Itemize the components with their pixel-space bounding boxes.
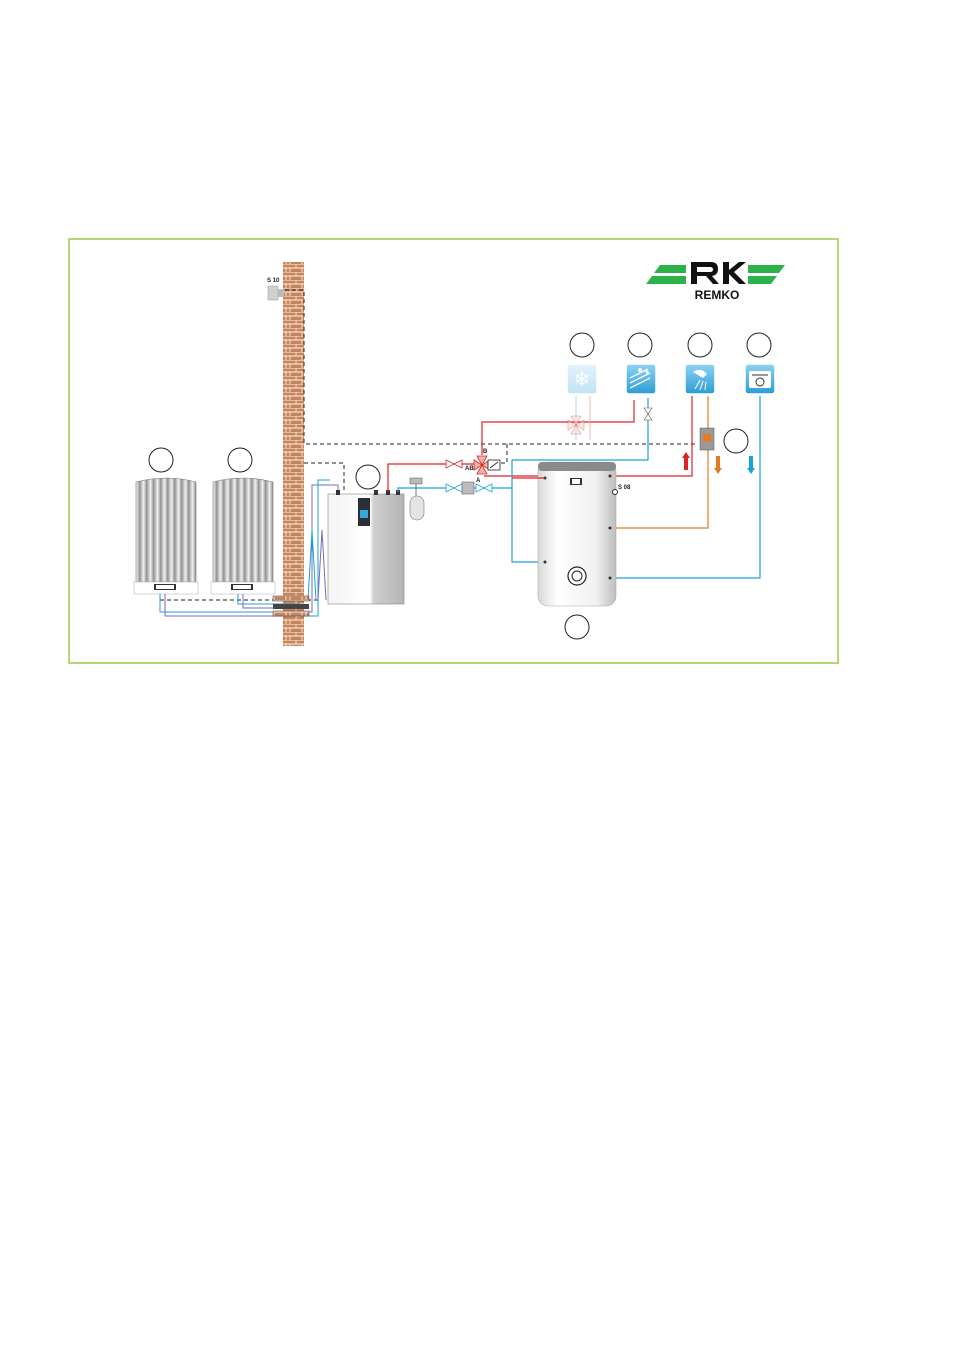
callout-circle bbox=[687, 332, 713, 358]
brick-wall bbox=[283, 262, 304, 646]
dhw-circulation-line bbox=[610, 396, 709, 529]
ball-valve-flow bbox=[445, 459, 463, 469]
callout-circle bbox=[148, 447, 174, 473]
valve-port-ab: AB bbox=[465, 466, 474, 472]
flow-arrows bbox=[682, 452, 755, 474]
outdoor-unit-2 bbox=[210, 477, 276, 595]
callout-circle bbox=[564, 614, 590, 640]
sensor-s10-label: S 10 bbox=[267, 278, 280, 284]
callout-circles bbox=[148, 332, 772, 640]
dhw-storage-tank: S 08 bbox=[537, 461, 631, 607]
callout-circle bbox=[569, 332, 595, 358]
remko-logo: REMKO bbox=[646, 258, 785, 302]
svg-text:❄: ❄ bbox=[574, 367, 591, 391]
shower-icon bbox=[684, 363, 716, 395]
brand-name: REMKO bbox=[695, 288, 740, 302]
callout-circle bbox=[723, 428, 749, 454]
three-way-valve: B AB A bbox=[465, 449, 501, 484]
wall-penetration-sleeves bbox=[272, 595, 310, 617]
callout-circle bbox=[227, 447, 253, 473]
indoor-hydraulic-unit bbox=[327, 490, 405, 605]
outdoor-unit-1 bbox=[133, 477, 199, 595]
diagram-frame bbox=[68, 238, 839, 664]
expansion-vessel bbox=[409, 477, 425, 521]
outdoor-sensor: S 10 bbox=[267, 278, 284, 301]
underfloor-heating-icon bbox=[625, 363, 657, 395]
cooling-mixing-valve bbox=[567, 415, 585, 435]
sensor-s08-label: S 08 bbox=[618, 485, 631, 491]
callout-circle bbox=[355, 464, 381, 490]
cold-water-inlet-icon bbox=[744, 363, 776, 395]
valve-port-a: A bbox=[476, 478, 481, 484]
callout-circle bbox=[746, 332, 772, 358]
valve-port-b: B bbox=[483, 449, 488, 455]
callout-circle bbox=[627, 332, 653, 358]
dhw-circulation-pump bbox=[699, 427, 715, 451]
return-lines bbox=[397, 396, 761, 579]
underfloor-valve bbox=[643, 407, 653, 421]
cooling-icon: ❄ bbox=[566, 363, 598, 395]
ball-valve-return bbox=[445, 481, 493, 495]
